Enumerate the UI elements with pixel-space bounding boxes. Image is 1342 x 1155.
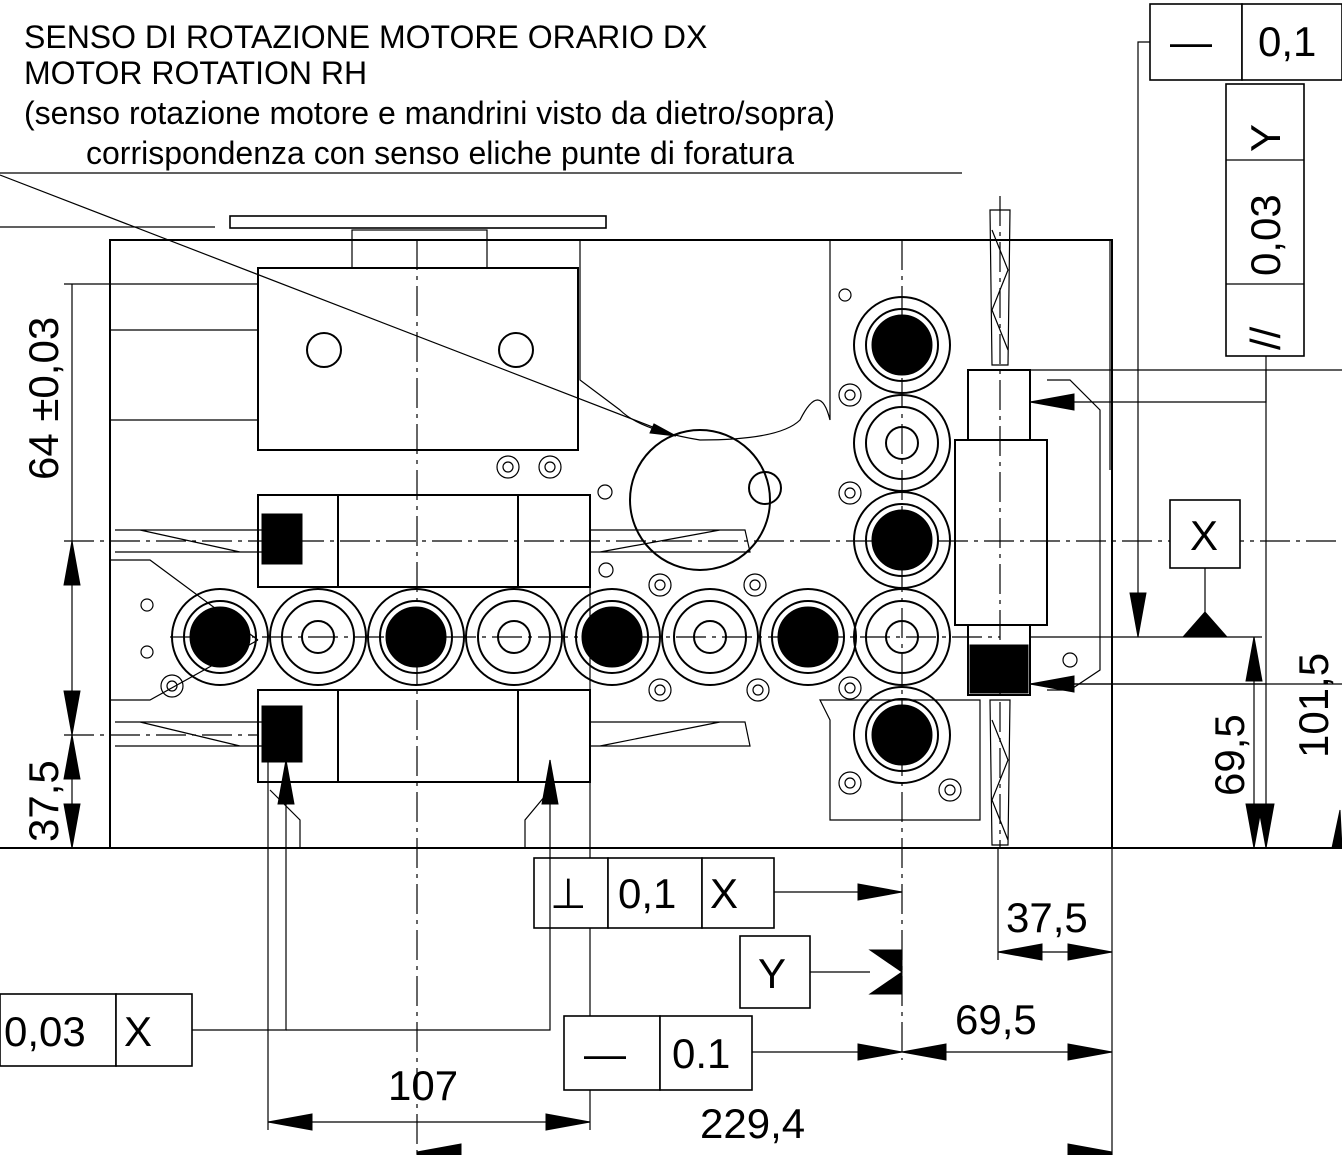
centre-lines [64, 196, 1342, 1155]
dim-37-5-bottom-label: 37,5 [1006, 894, 1088, 941]
dim-64-label: 64 ±0,03 [20, 317, 67, 480]
dim-37-5-left-label: 37,5 [20, 760, 67, 842]
tolerance-frame-left-bottom: 0,03 X [0, 759, 559, 1067]
tolerance-frame-vertical: // 0,03 Y [1029, 83, 1305, 693]
vertical-chuck [969, 644, 1029, 694]
tf-top-symbol: — [1170, 18, 1212, 65]
tf-flat-symbol: — [584, 1030, 626, 1077]
dim-69-5-right-label: 69,5 [1206, 714, 1253, 796]
dimension-64: 64 ±0,03 37,5 [20, 283, 258, 849]
datum-y-label: Y [758, 950, 786, 997]
dimension-69-5-bottom: 69,5 [901, 996, 1113, 1061]
tf-vert-symbol: // [1242, 326, 1289, 350]
rotation-notes: SENSO DI ROTAZIONE MOTORE ORARIO DX MOTO… [0, 19, 962, 437]
main-gear [629, 429, 771, 571]
motor-hole-right [498, 332, 534, 368]
vertical-spindle-body [954, 439, 1048, 626]
note-line-4: corrispondenza con senso eliche punte di… [86, 135, 794, 171]
dim-229-4-label: 229,4 [700, 1100, 805, 1147]
tf-perp-symbol: ⊥ [550, 870, 587, 917]
spindle-lower-body [337, 689, 519, 783]
gearbox-housing [0, 209, 1342, 849]
dim-101-5-label: 101,5 [1290, 653, 1337, 758]
datum-x: X [1169, 499, 1241, 638]
tf-flat-value: 0.1 [672, 1030, 730, 1077]
dimension-69-5-right: 69,5 [1030, 636, 1263, 849]
dimension-37-5-bottom: 37,5 [997, 848, 1113, 961]
note-line-3: (senso rotazione motore e mandrini visto… [24, 95, 835, 131]
tf-left-value: 0,03 [4, 1008, 86, 1055]
dimension-101-5: 101,5 [1030, 369, 1342, 849]
tf-perp-datum: X [710, 870, 738, 917]
motor-hole-left [306, 332, 342, 368]
dim-107-label: 107 [388, 1062, 458, 1109]
dimension-107: 107 [267, 560, 591, 1131]
datum-x-label: X [1190, 512, 1218, 559]
note-line-1: SENSO DI ROTAZIONE MOTORE ORARIO DX [24, 19, 707, 55]
dim-69-5-bottom-label: 69,5 [955, 996, 1037, 1043]
chuck-lower [261, 705, 303, 763]
vertical-spindle-top [967, 369, 1031, 441]
note-line-2: MOTOR ROTATION RH [24, 55, 367, 91]
tolerance-frame-flatness-bottom: — 0.1 [563, 1015, 903, 1091]
chuck-upper [261, 513, 303, 565]
drill-bit-top [989, 209, 1011, 366]
tf-left-datum: X [124, 1008, 152, 1055]
top-mount-plate [229, 215, 607, 229]
motor-flange [351, 229, 488, 269]
tf-vert-value: 0,03 [1242, 194, 1289, 276]
tolerance-frame-perpendicularity: ⊥ 0,1 X [533, 857, 903, 929]
housing-outline [109, 239, 1113, 849]
note-leader-line [0, 174, 677, 437]
tf-vert-datum: Y [1242, 124, 1289, 152]
drill-bit-bottom [989, 699, 1011, 846]
tolerance-frame-top-right: — 0,1 [1129, 3, 1342, 638]
dimension-229-4: 229,4 [416, 848, 1113, 1155]
spindle-lower-right [517, 689, 591, 783]
tf-perp-value: 0,1 [618, 870, 676, 917]
tf-top-value: 0,1 [1258, 18, 1316, 65]
datum-y: Y [739, 935, 903, 1009]
gear-pin [748, 471, 782, 505]
vertical-spindle-bottom [967, 624, 1031, 696]
hex-nuts [160, 288, 1078, 802]
